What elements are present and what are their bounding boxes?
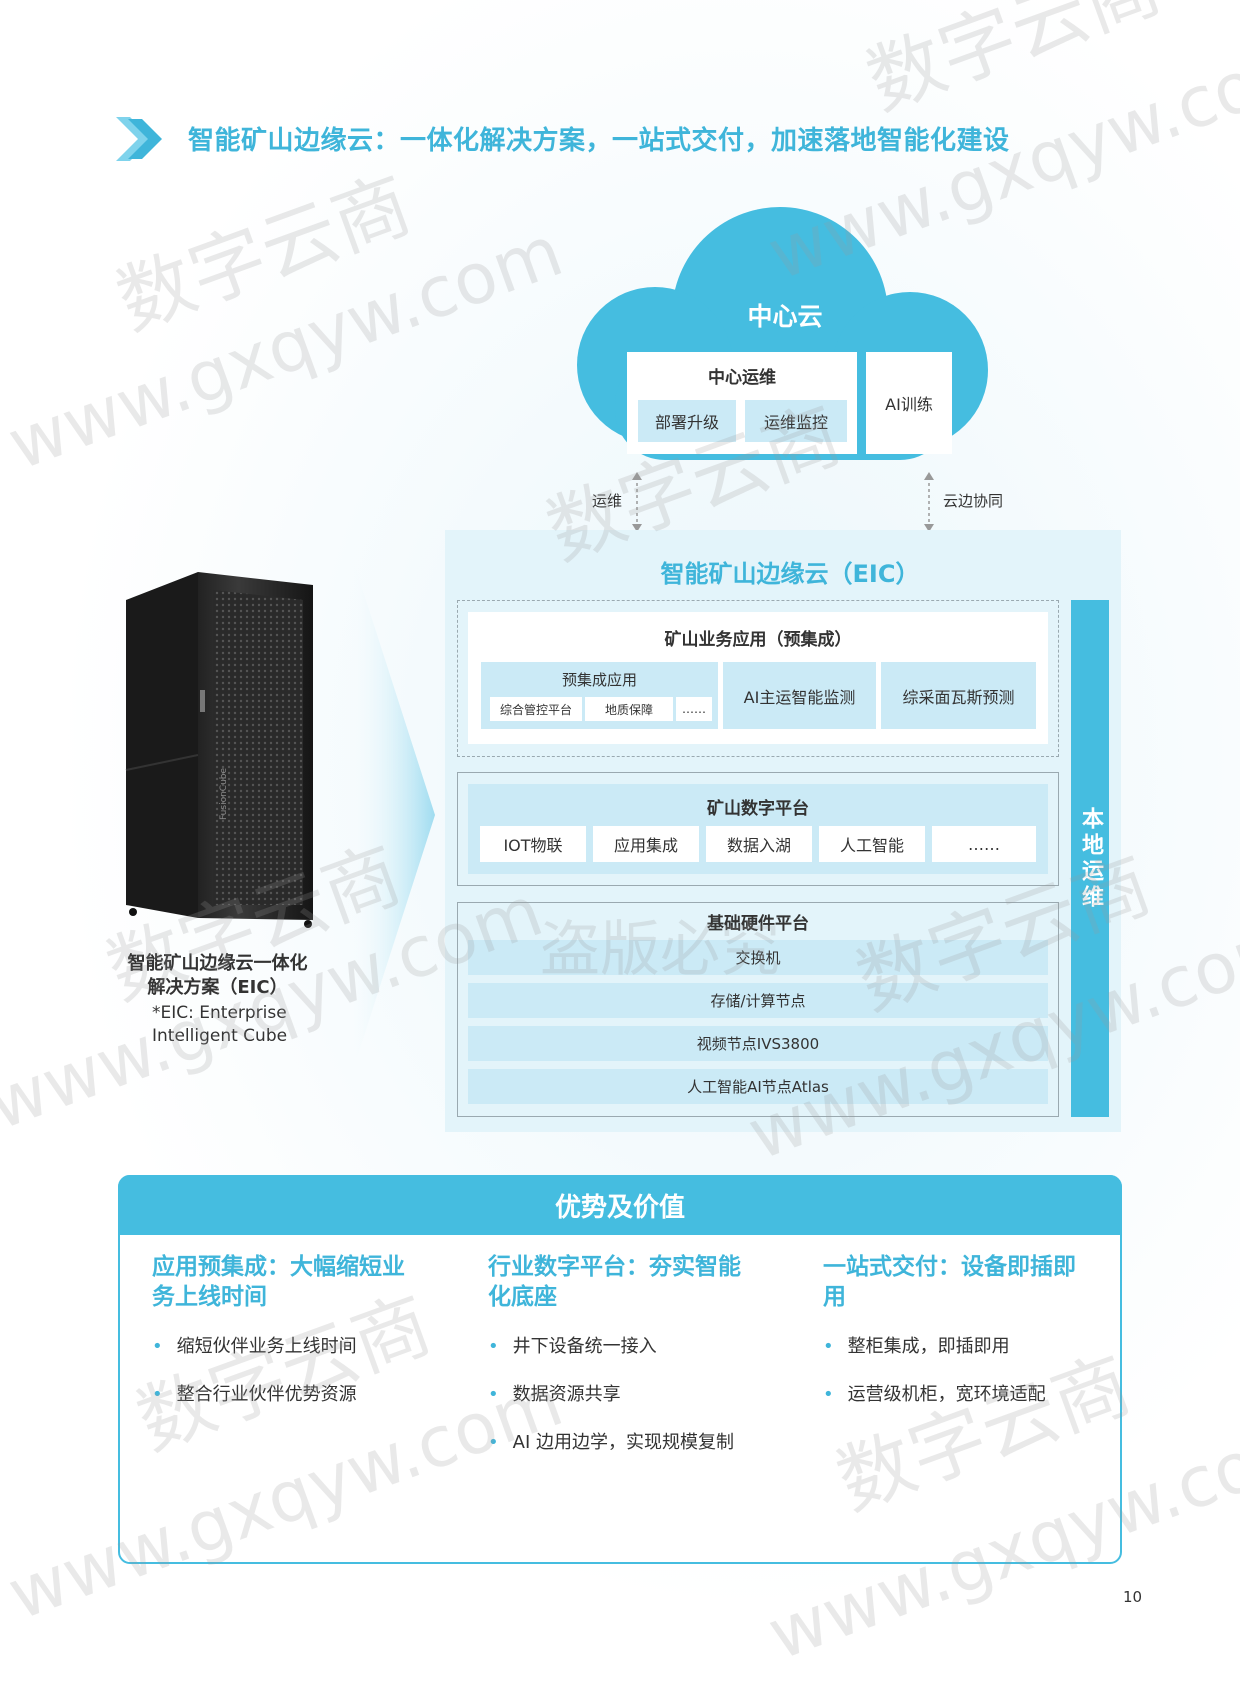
header-chevron-icon bbox=[116, 117, 162, 161]
advantage-bullet: •整合行业伙伴优势资源 bbox=[152, 1384, 357, 1405]
server-caption-line2: 解决方案（EIC） bbox=[147, 977, 288, 998]
hardware-item: 视频节点IVS3800 bbox=[468, 1026, 1048, 1061]
advantages-header: 优势及价值 bbox=[118, 1175, 1122, 1235]
link-ops-label: 运维 bbox=[592, 492, 623, 510]
bullet-dot-icon: • bbox=[152, 1384, 163, 1405]
cloud-title: 中心云 bbox=[747, 302, 823, 331]
digital-item: 数据入湖 bbox=[706, 826, 812, 862]
gas-predict-box: 综采面瓦斯预测 bbox=[881, 662, 1036, 729]
ops-monitor-box: 运维监控 bbox=[745, 400, 847, 442]
apps-title: 矿山业务应用（预集成） bbox=[664, 629, 852, 650]
hardware-title: 基础硬件平台 bbox=[707, 913, 809, 934]
bullet-dot-icon: • bbox=[488, 1384, 499, 1405]
server-rack-image: FusionCube bbox=[125, 572, 313, 928]
deploy-upgrade-box: 部署升级 bbox=[638, 400, 736, 442]
digital-item: IOT物联 bbox=[480, 826, 586, 862]
ai-monitor-box: AI主运智能监测 bbox=[723, 662, 876, 729]
advantage-bullet: •井下设备统一接入 bbox=[488, 1336, 657, 1357]
advantage-bullet: •整柜集成，即插即用 bbox=[823, 1336, 1010, 1357]
eic-title: 智能矿山边缘云（EIC） bbox=[660, 560, 920, 588]
bullet-dot-icon: • bbox=[823, 1336, 834, 1357]
advantage-bullet: •运营级机柜，宽环境适配 bbox=[823, 1384, 1046, 1405]
link-cloud-edge-label: 云边协同 bbox=[943, 492, 1004, 510]
digital-item: 人工智能 bbox=[819, 826, 925, 862]
bullet-dot-icon: • bbox=[152, 1336, 163, 1357]
server-caption: 智能矿山边缘云一体化 解决方案（EIC） bbox=[110, 952, 325, 1000]
server-note-line2: Intelligent Cube bbox=[152, 1026, 288, 1046]
preintegrated-title: 预集成应用 bbox=[561, 670, 637, 689]
server-caption-line1: 智能矿山边缘云一体化 bbox=[127, 953, 308, 974]
bullet-dot-icon: • bbox=[488, 1336, 499, 1357]
advantage-bullet: •AI 边用边学，实现规模复制 bbox=[488, 1432, 734, 1453]
preintegrated-item: 地质保障 bbox=[585, 697, 673, 721]
digital-title: 矿山数字平台 bbox=[707, 798, 809, 819]
server-note-line1: *EIC: Enterprise bbox=[152, 1003, 287, 1023]
server-note: *EIC: Enterprise Intelligent Cube bbox=[152, 1002, 287, 1048]
advantage-column-title: 一站式交付：设备即插即用 bbox=[823, 1254, 1076, 1310]
double-arrow-icon bbox=[632, 472, 642, 532]
advantage-column-title: 行业数字平台：夯实智能化底座 bbox=[488, 1254, 741, 1310]
hardware-frame bbox=[457, 902, 1059, 1117]
digital-item: 应用集成 bbox=[593, 826, 699, 862]
local-ops-bar: 本地运维 bbox=[1071, 600, 1109, 1117]
digital-frame bbox=[457, 772, 1059, 886]
preintegrated-item: 综合管控平台 bbox=[490, 697, 582, 721]
hardware-item: 人工智能AI节点Atlas bbox=[468, 1069, 1048, 1104]
ai-training-box: AI训练 bbox=[866, 352, 952, 454]
apps-frame bbox=[457, 600, 1059, 757]
page-number: 10 bbox=[1123, 1588, 1143, 1606]
bullet-dot-icon: • bbox=[488, 1432, 499, 1453]
advantage-column-title: 应用预集成：大幅缩短业务上线时间 bbox=[152, 1254, 405, 1310]
page-title: 智能矿山边缘云：一体化解决方案，一站式交付，加速落地智能化建设 bbox=[188, 126, 1010, 156]
hardware-item: 交换机 bbox=[468, 940, 1048, 975]
advantage-bullet: •数据资源共享 bbox=[488, 1384, 621, 1405]
digital-item: …… bbox=[932, 826, 1036, 862]
bullet-dot-icon: • bbox=[823, 1384, 834, 1405]
advantage-bullet: •缩短伙伴业务上线时间 bbox=[152, 1336, 357, 1357]
preintegrated-item: …… bbox=[676, 697, 712, 721]
projection-shape bbox=[345, 535, 435, 1095]
center-ops-title: 中心运维 bbox=[708, 367, 776, 388]
double-arrow-icon bbox=[924, 472, 934, 532]
server-brand: FusionCube bbox=[219, 768, 229, 820]
advantages-frame bbox=[118, 1175, 1122, 1564]
hardware-item: 存储/计算节点 bbox=[468, 983, 1048, 1018]
